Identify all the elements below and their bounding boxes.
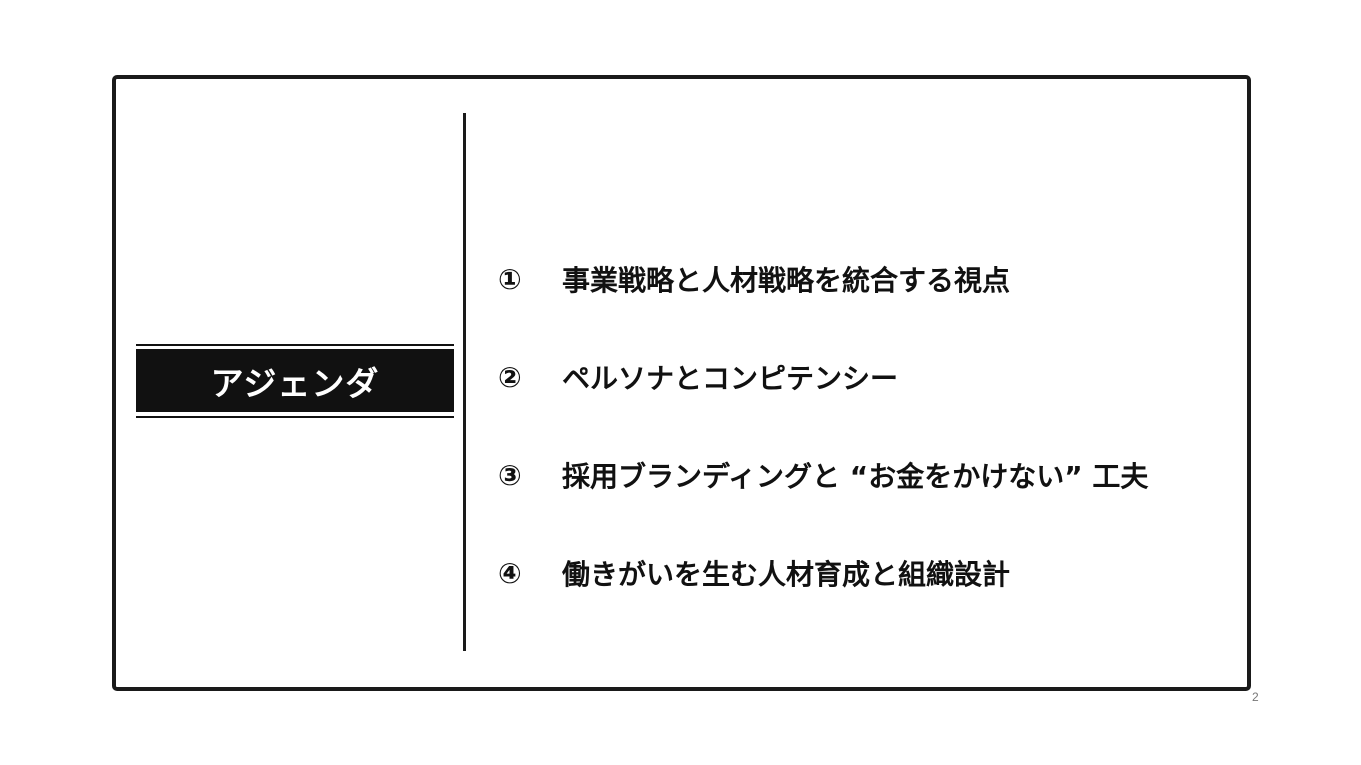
agenda-number: ② (498, 360, 522, 394)
agenda-number: ④ (498, 556, 522, 590)
agenda-text: 事業戦略と人材戦略を統合する視点 (562, 264, 1011, 297)
vertical-divider (463, 113, 466, 651)
agenda-item-4: ④ 働きがいを生む人材育成と組織設計 (498, 524, 1218, 622)
agenda-list: ① 事業戦略と人材戦略を統合する視点 ② ペルソナとコンピテンシー ③ 採用ブラ… (498, 230, 1218, 622)
agenda-number: ③ (498, 458, 522, 492)
agenda-item-1: ① 事業戦略と人材戦略を統合する視点 (498, 230, 1218, 328)
agenda-text: 採用ブランディングと “お金をかけない” 工夫 (562, 460, 1149, 493)
title-block: アジェンダ (136, 344, 454, 418)
page-number: 2 (1252, 690, 1259, 704)
title-bottom-rule (136, 416, 454, 418)
agenda-item-2: ② ペルソナとコンピテンシー (498, 328, 1218, 426)
title-box: アジェンダ (136, 349, 454, 412)
agenda-item-3: ③ 採用ブランディングと “お金をかけない” 工夫 (498, 426, 1218, 524)
agenda-text: ペルソナとコンピテンシー (562, 362, 899, 395)
title-top-rule (136, 344, 454, 346)
agenda-number: ① (498, 262, 522, 296)
slide-title: アジェンダ (210, 363, 380, 403)
agenda-text: 働きがいを生む人材育成と組織設計 (562, 558, 1011, 591)
